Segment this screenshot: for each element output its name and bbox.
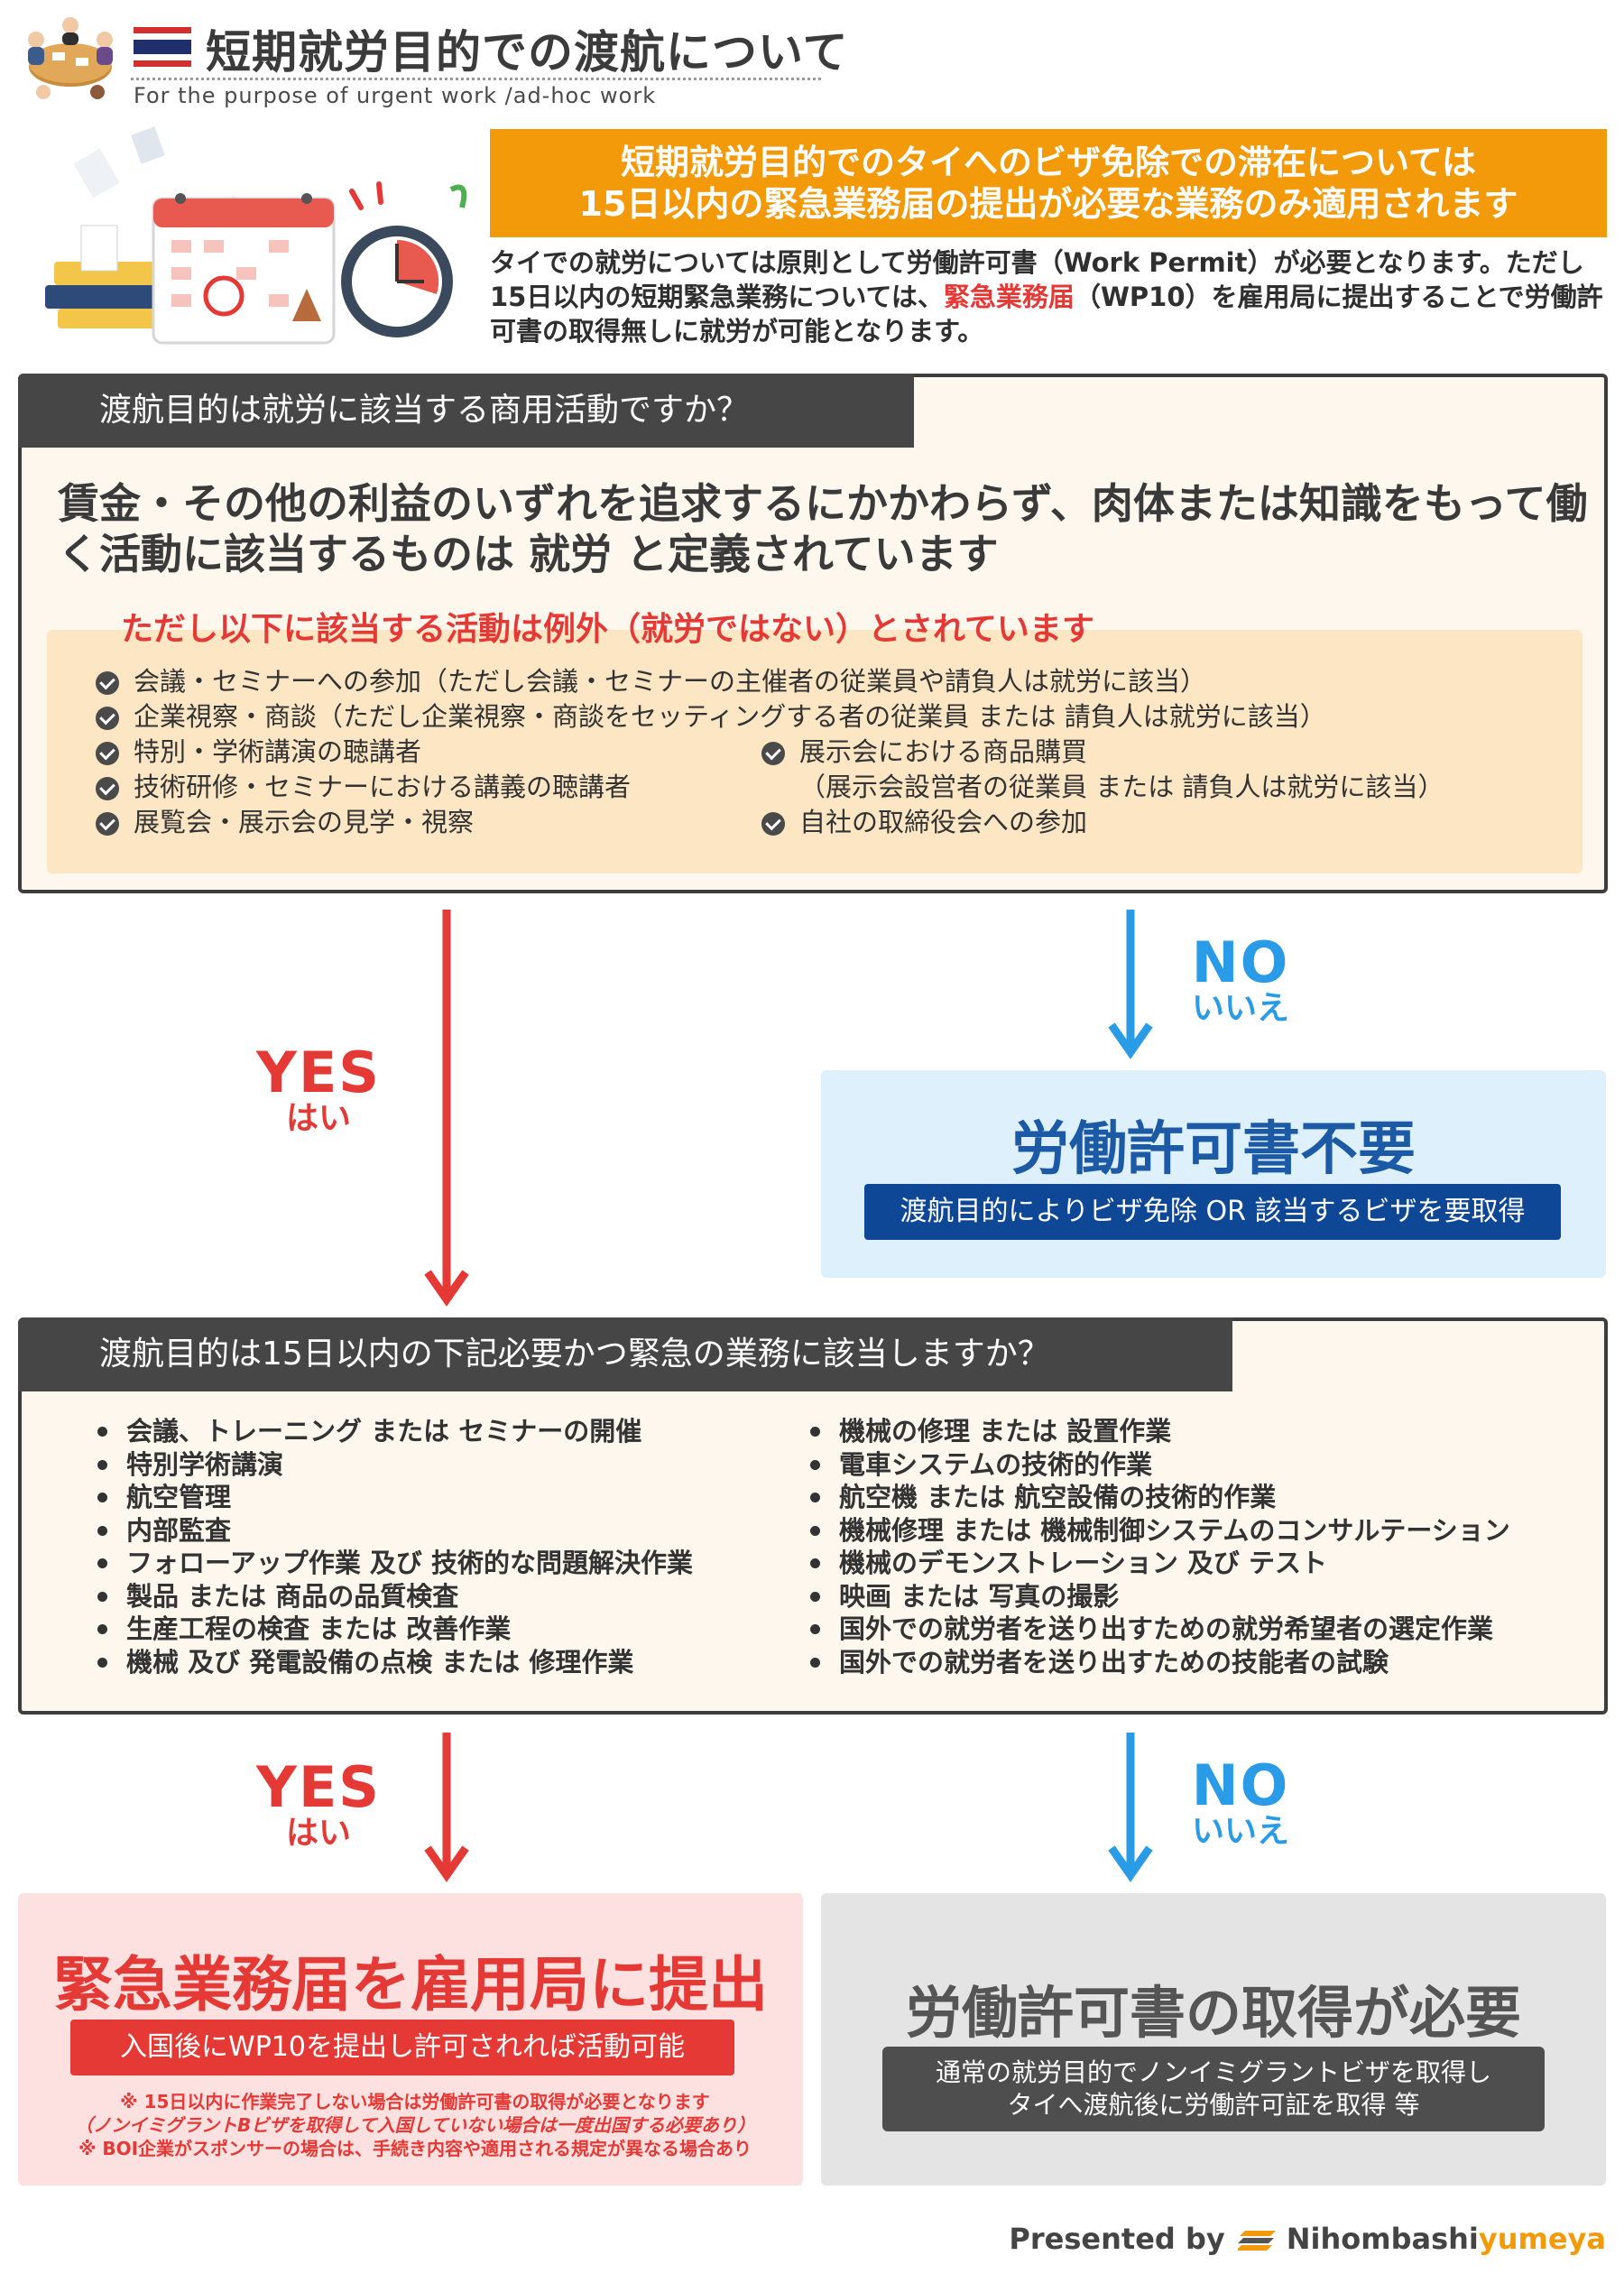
intro-text-part-1: タイでの就労については原則として労働許可書（Work Permit）が必要となり… <box>490 247 1584 312</box>
list-item: 国外での就労者を送り出すための技能者の試験 <box>803 1646 1510 1679</box>
check-circle-icon <box>96 742 119 765</box>
result-submit-urgent-notice: 緊急業務届を雇用局に提出 入国後にWP10を提出し許可されれば活動可能 ※ 15… <box>18 1893 803 2186</box>
exception-panel <box>47 630 1582 874</box>
calendar-clock-illustration <box>45 126 467 345</box>
list-item: 機械のデモンストレーション 及び テスト <box>803 1547 1510 1580</box>
list-item: フォローアップ作業 及び 技術的な問題解決作業 <box>90 1547 693 1580</box>
check-circle-icon <box>96 707 119 730</box>
list-item: 特別学術講演 <box>90 1448 693 1482</box>
yes-arrow-1 <box>424 910 469 1307</box>
question-2-box: 渡航目的は15日以内の下記必要かつ緊急の業務に該当しますか？ 会議、トレーニング… <box>18 1317 1608 1715</box>
check-circle-icon <box>761 812 785 836</box>
visa-exemption-banner: 短期就労目的でのタイへのビザ免除での滞在については 15日以内の緊急業務届の提出… <box>490 129 1607 237</box>
result-title: 労働許可書の取得が必要 <box>905 1980 1521 2046</box>
list-item: 展示会における商品購買 <box>761 735 1444 770</box>
list-item: 航空管理 <box>90 1481 693 1514</box>
result-title: 緊急業務届を雇用局に提出 <box>53 1950 768 2020</box>
page-title: 短期就労目的での渡航について <box>206 26 849 79</box>
page-subtitle: For the purpose of urgent work /ad-hoc w… <box>134 83 657 108</box>
question-1-box: 渡航目的は就労に該当する商用活動ですか？ 賃金・その他の利益のいずれを追求するに… <box>18 374 1608 893</box>
question-1-header: 渡航目的は就労に該当する商用活動ですか？ <box>18 374 914 448</box>
no-label-2: NO いいえ <box>1191 1752 1290 1850</box>
result-no-permit-needed: 労働許可書不要 渡航目的によりビザ免除 OR 該当するビザを要取得 <box>821 1070 1606 1278</box>
list-item: 内部監査 <box>90 1514 693 1548</box>
yes-label-2: YES はい <box>256 1754 381 1852</box>
footnote: （ノンイミグラントBビザを取得して入国していない場合は一度出国する必要あり） <box>74 2114 756 2136</box>
list-item: 機械 及び 発電設備の点検 または 修理作業 <box>90 1646 693 1679</box>
list-item-note: （展示会設営者の従業員 または 請負人は就労に該当） <box>799 772 1444 802</box>
list-item: 会議、トレーニング または セミナーの開催 <box>90 1415 693 1448</box>
question-2-header: 渡航目的は15日以内の下記必要かつ緊急の業務に該当しますか？ <box>18 1317 1232 1391</box>
result-note: 入国後にWP10を提出し許可されれば活動可能 <box>70 2020 734 2075</box>
list-item: 展覧会・展示会の見学・視察 <box>96 805 1326 840</box>
list-item: 電車システムの技術的作業 <box>803 1448 1510 1482</box>
result-footnotes: ※ 15日以内に作業完了しない場合は労働許可書の取得が必要となります （ノンイミ… <box>45 2090 785 2160</box>
list-item: 特別・学術講演の聴講者 <box>96 735 1326 770</box>
yes-label-1: YES はい <box>256 1040 381 1137</box>
list-item: 生産工程の検査 または 改善作業 <box>90 1613 693 1646</box>
no-arrow-1 <box>1108 910 1153 1059</box>
title-divider <box>131 78 821 80</box>
exception-list-left: 会議・セミナーへの参加（ただし会議・セミナーの主催者の従業員や請負人は就労に該当… <box>96 664 1326 840</box>
meeting-illustration <box>28 17 113 99</box>
result-note: 渡航目的によりビザ免除 OR 該当するビザを要取得 <box>864 1184 1561 1240</box>
list-item: 映画 または 写真の撮影 <box>803 1580 1510 1613</box>
list-item: 技術研修・セミナーにおける講義の聴講者 <box>96 770 1326 805</box>
banner-line-1: 短期就労目的でのタイへのビザ免除での滞在については <box>620 143 1477 182</box>
presented-by-label: Presented by <box>1009 2222 1225 2256</box>
brand-name-part-2: yumeya <box>1478 2222 1606 2256</box>
list-item: 航空機 または 航空設備の技術的作業 <box>803 1481 1510 1514</box>
work-definition: 賃金・その他の利益のいずれを追求するにかかわらず、肉体または知識をもって働く活動… <box>58 479 1588 578</box>
check-circle-icon <box>96 812 119 836</box>
thailand-flag-icon <box>134 27 191 67</box>
list-item: 国外での就労者を送り出すための就労希望者の選定作業 <box>803 1613 1510 1646</box>
intro-highlight: 緊急業務届 <box>943 282 1075 312</box>
list-item: 製品 または 商品の品質検査 <box>90 1580 693 1613</box>
check-circle-icon <box>761 742 785 765</box>
yes-arrow-2 <box>424 1733 469 1882</box>
intro-text-part-2: （WP10）を雇用局に提出することで労働許可書の取得無しに就労が可能となります。 <box>490 282 1603 347</box>
check-circle-icon <box>96 671 119 695</box>
exception-list-right: 展示会における商品購買 （展示会設営者の従業員 または 請負人は就労に該当） 自… <box>761 735 1444 840</box>
no-arrow-2 <box>1108 1733 1153 1882</box>
exception-title: ただし以下に該当する活動は例外（就労ではない）とされています <box>121 611 1094 648</box>
urgent-work-list-right: 機械の修理 または 設置作業 電車システムの技術的作業 航空機 または 航空設備… <box>803 1415 1510 1678</box>
brand-name-part-1: Nihombashi <box>1286 2222 1479 2256</box>
list-item: 会議・セミナーへの参加（ただし会議・セミナーの主催者の従業員や請負人は就労に該当… <box>96 664 1326 699</box>
no-label-1: NO いいえ <box>1191 929 1290 1027</box>
check-circle-icon <box>96 777 119 800</box>
brand-logo-icon <box>1237 2231 1276 2251</box>
footnote: ※ 15日以内に作業完了しない場合は労働許可書の取得が必要となります <box>120 2091 710 2112</box>
intro-paragraph: タイでの就労については原則として労働許可書（Work Permit）が必要となり… <box>490 245 1609 348</box>
list-item: 自社の取締役会への参加 <box>761 805 1444 840</box>
list-item: 機械修理 または 機械制御システムのコンサルテーション <box>803 1514 1510 1548</box>
result-title: 労働許可書不要 <box>1011 1116 1416 1183</box>
footnote: ※ BOI企業がスポンサーの場合は、手続き内容や適用される規定が異なる場合あり <box>78 2138 752 2159</box>
result-note: 通常の就労目的でノンイミグラントビザを取得し タイへ渡航後に労働許可証を取得 等 <box>882 2047 1545 2131</box>
list-item: 機械の修理 または 設置作業 <box>803 1415 1510 1448</box>
banner-line-2: 15日以内の緊急業務届の提出が必要な業務のみ適用されます <box>578 184 1518 224</box>
result-permit-required: 労働許可書の取得が必要 通常の就労目的でノンイミグラントビザを取得し タイへ渡航… <box>821 1893 1606 2186</box>
list-item: 企業視察・商談（ただし企業視察・商談をセッティングする者の従業員 または 請負人… <box>96 699 1326 735</box>
urgent-work-list-left: 会議、トレーニング または セミナーの開催 特別学術講演 航空管理 内部監査 フ… <box>90 1415 693 1678</box>
